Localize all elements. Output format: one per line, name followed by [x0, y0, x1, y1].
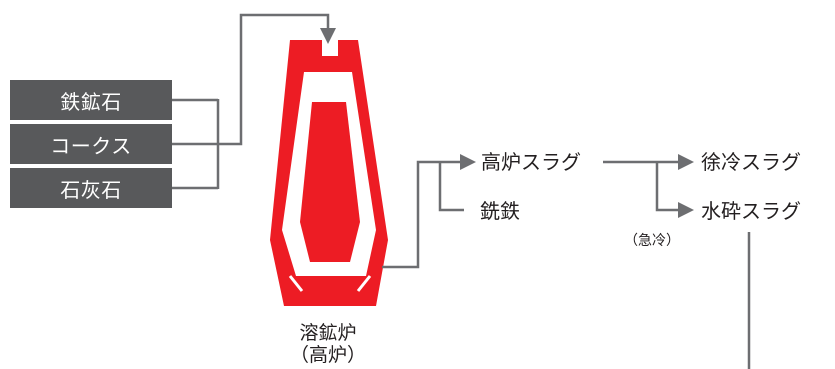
water-granulated-arrowhead: [678, 202, 694, 218]
slag-arrowhead: [460, 154, 476, 170]
output-connector-lines: [382, 160, 751, 369]
furnace-shape: [270, 40, 388, 306]
furnace-label: 溶鉱炉 （高炉）: [268, 322, 388, 366]
input-coke: コークス: [10, 124, 172, 164]
furnace-input-arrowhead: [320, 28, 336, 44]
input-connector-lines: [172, 13, 330, 190]
input-limestone: 石灰石: [10, 168, 172, 208]
furnace-subname: （高炉）: [289, 344, 366, 366]
pig-iron-label: 銑鉄: [480, 199, 520, 223]
water-granulated-slag-label: 水砕スラグ: [701, 199, 801, 223]
slow-cool-arrowhead: [678, 154, 694, 170]
blast-furnace-slag-label: 高炉スラグ: [481, 150, 581, 174]
input-iron-ore: 鉄鉱石: [10, 80, 172, 120]
furnace-name: 溶鉱炉: [299, 322, 357, 344]
slow-cooled-slag-label: 徐冷スラグ: [701, 150, 801, 174]
rapid-cooling-note: （急冷）: [624, 233, 680, 249]
